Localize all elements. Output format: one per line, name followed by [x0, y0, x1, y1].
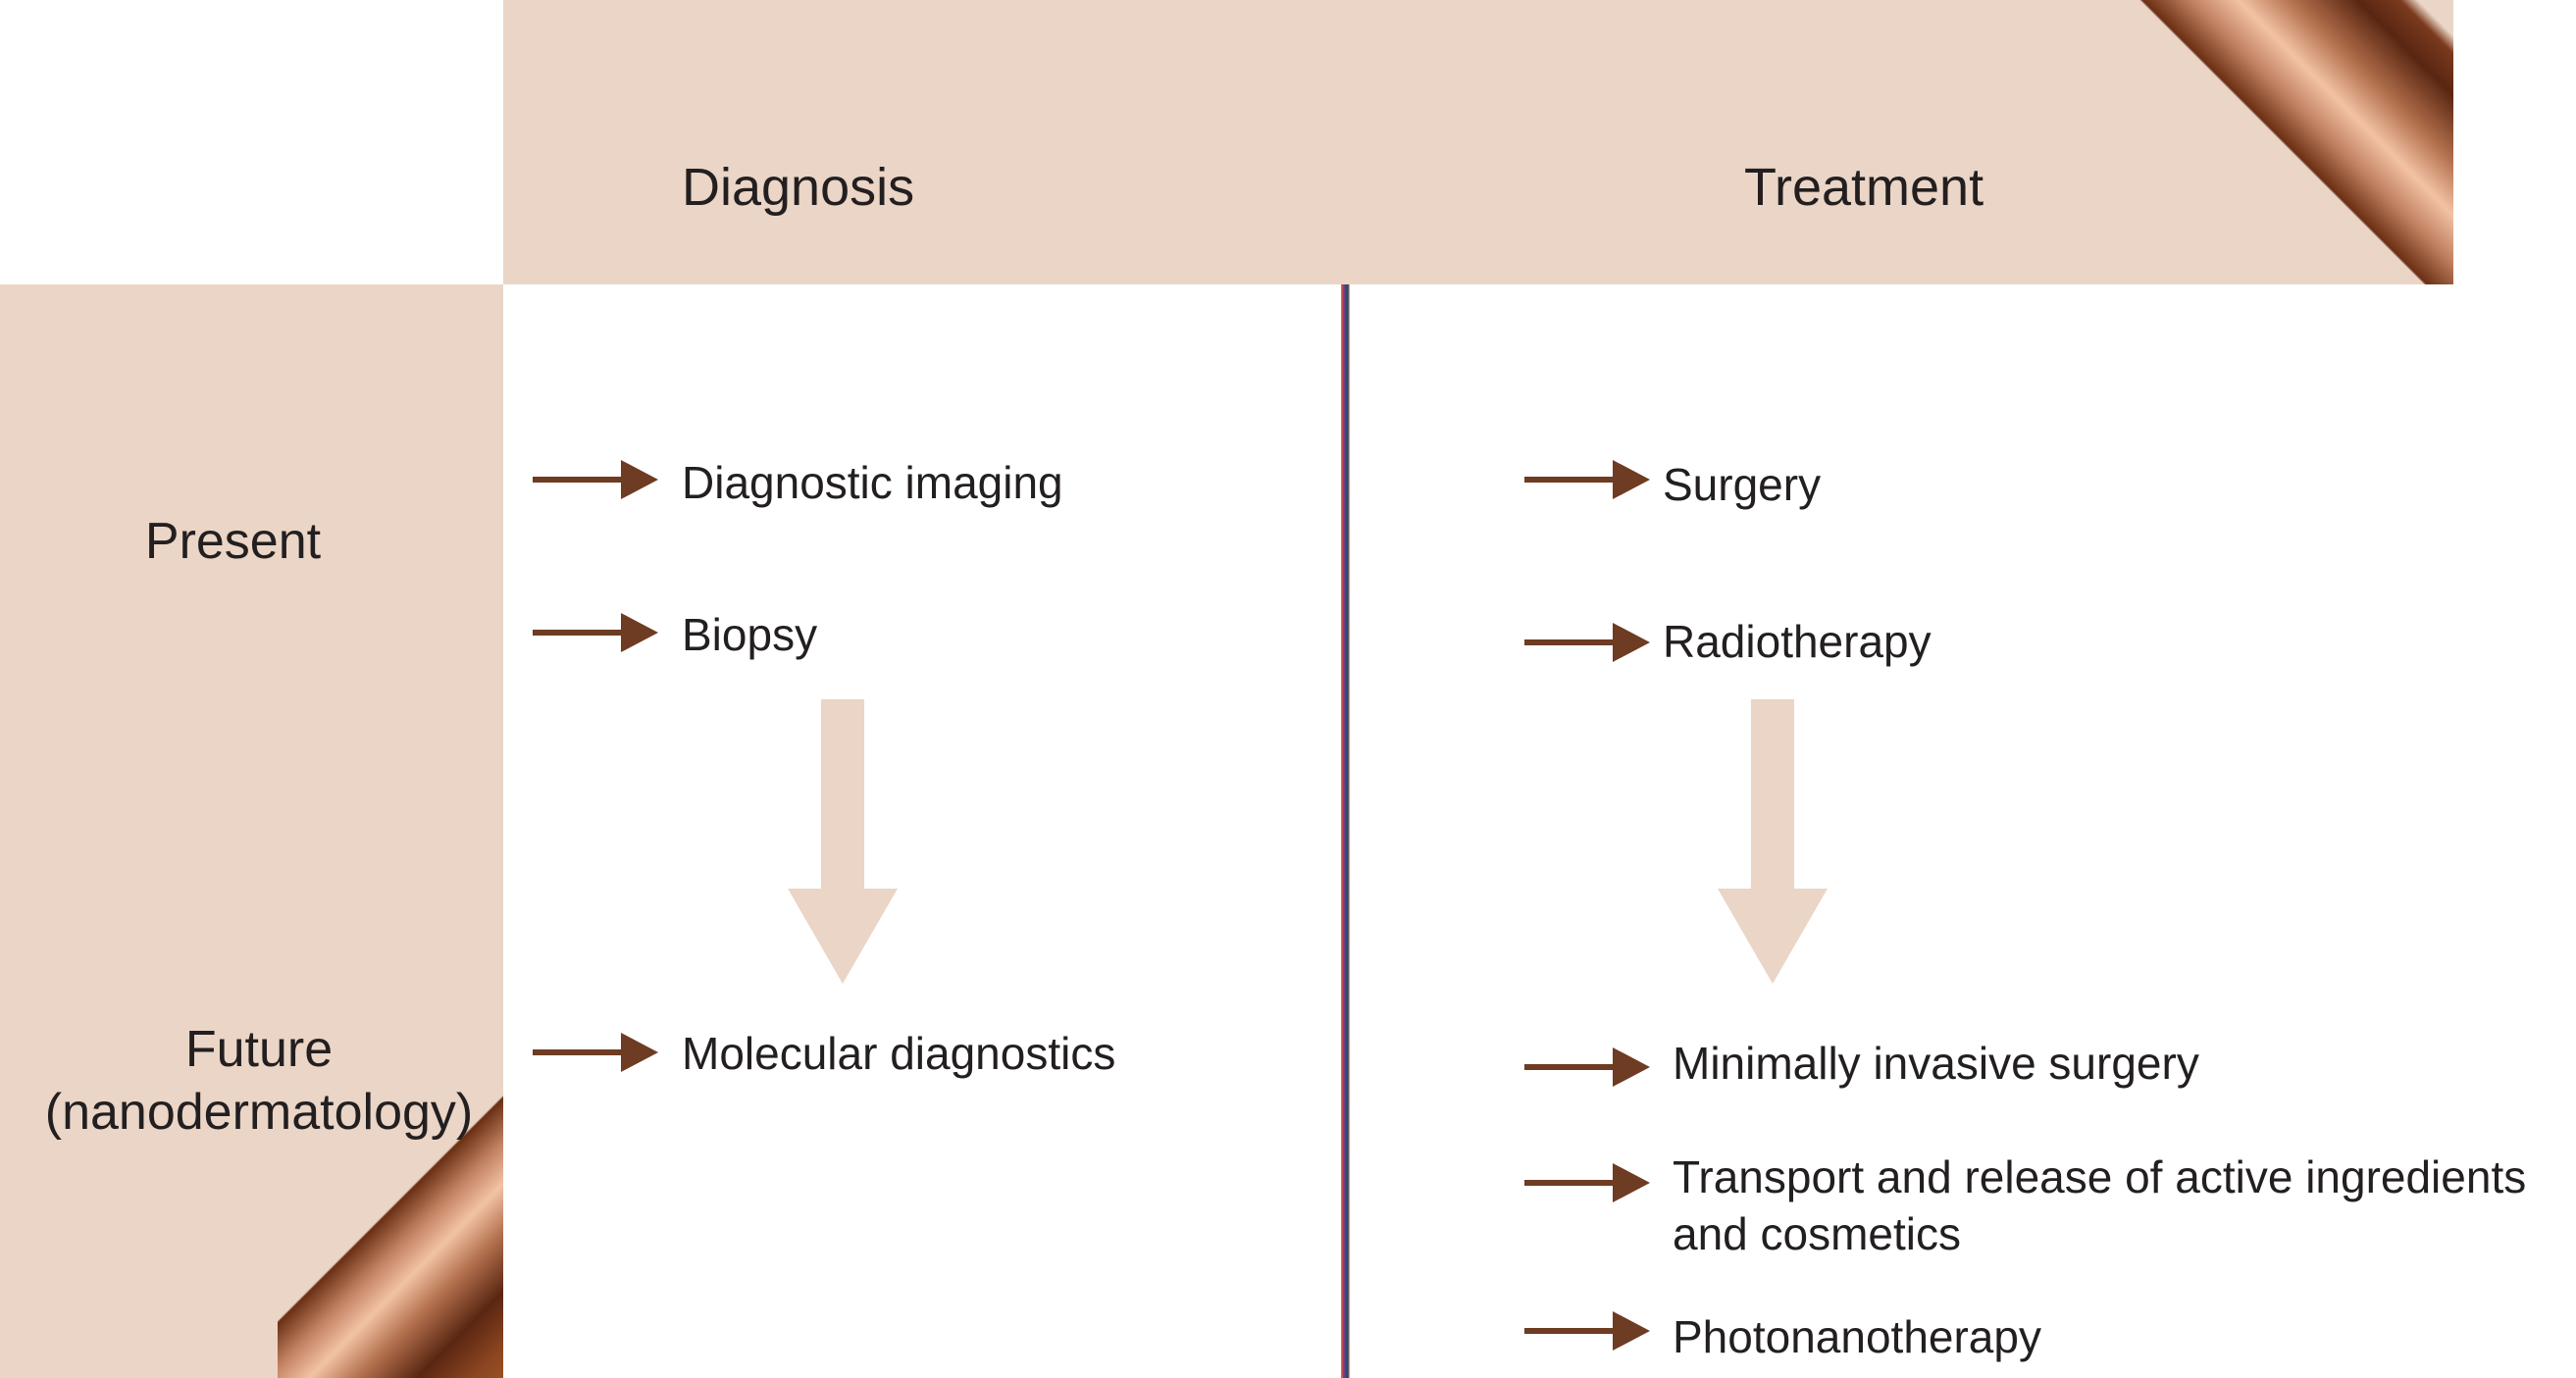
row-label-future-line2: (nanodermatology): [44, 1084, 474, 1141]
list-item: Radiotherapy: [1663, 616, 1932, 667]
list-item: Minimally invasive surgery: [1673, 1038, 2199, 1089]
right-arrow-icon: [1524, 460, 1650, 499]
row-header-band: [0, 284, 503, 1378]
page-curl-decoration: [278, 1064, 503, 1378]
right-arrow-icon: [1524, 1163, 1650, 1202]
list-item-line1: Transport and release of active ingredie…: [1673, 1151, 2527, 1202]
column-header-diagnosis: Diagnosis: [682, 158, 915, 217]
row-label-future: Future (nanodermatology): [0, 1018, 518, 1144]
list-item: Photonanotherapy: [1673, 1311, 2041, 1362]
column-header-band: [503, 0, 2453, 284]
list-item: Surgery: [1663, 459, 1822, 510]
right-arrow-icon: [1524, 1311, 1650, 1351]
page-curl-decoration: [2139, 0, 2453, 284]
column-header-treatment: Treatment: [1744, 158, 1984, 217]
right-arrow-icon: [533, 460, 658, 499]
list-item-line2: and cosmetics: [1673, 1208, 1962, 1259]
right-arrow-icon: [533, 1033, 658, 1072]
list-item: Molecular diagnostics: [682, 1028, 1116, 1079]
right-arrow-icon: [1524, 1047, 1650, 1087]
list-item: Diagnostic imaging: [682, 457, 1063, 508]
down-arrow-icon: [1718, 699, 1828, 984]
list-item: Biopsy: [682, 609, 818, 660]
column-divider: [1341, 284, 1350, 1378]
list-item: Transport and release of active ingredie…: [1673, 1148, 2526, 1262]
row-label-future-line1: Future: [184, 1021, 334, 1078]
right-arrow-icon: [1524, 623, 1650, 662]
right-arrow-icon: [533, 613, 658, 652]
row-label-present: Present: [144, 513, 322, 570]
down-arrow-icon: [788, 699, 898, 984]
